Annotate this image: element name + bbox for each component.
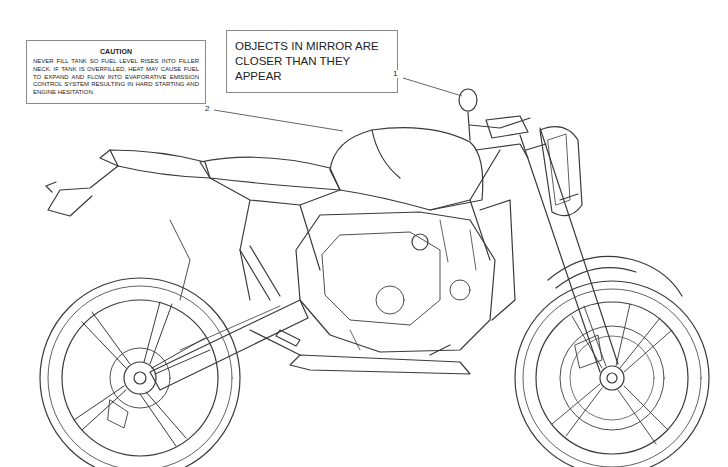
callout-number: 1: [392, 70, 398, 78]
callout-number: 2: [204, 105, 210, 113]
leader-line: [403, 78, 462, 96]
leader-line: [214, 110, 343, 131]
caution-label: CAUTION NEVER FILL TANK SO FUEL LEVEL RIS…: [26, 40, 206, 104]
label-heading: CAUTION: [33, 47, 199, 56]
label-text: OBJECTS IN MIRROR ARE CLOSER THAN THEY A…: [235, 39, 389, 84]
motorcycle-outline: [40, 89, 709, 467]
mirror-warning-label: OBJECTS IN MIRROR ARE CLOSER THAN THEY A…: [226, 30, 398, 93]
label-text: NEVER FILL TANK SO FUEL LEVEL RISES INTO…: [33, 58, 199, 97]
